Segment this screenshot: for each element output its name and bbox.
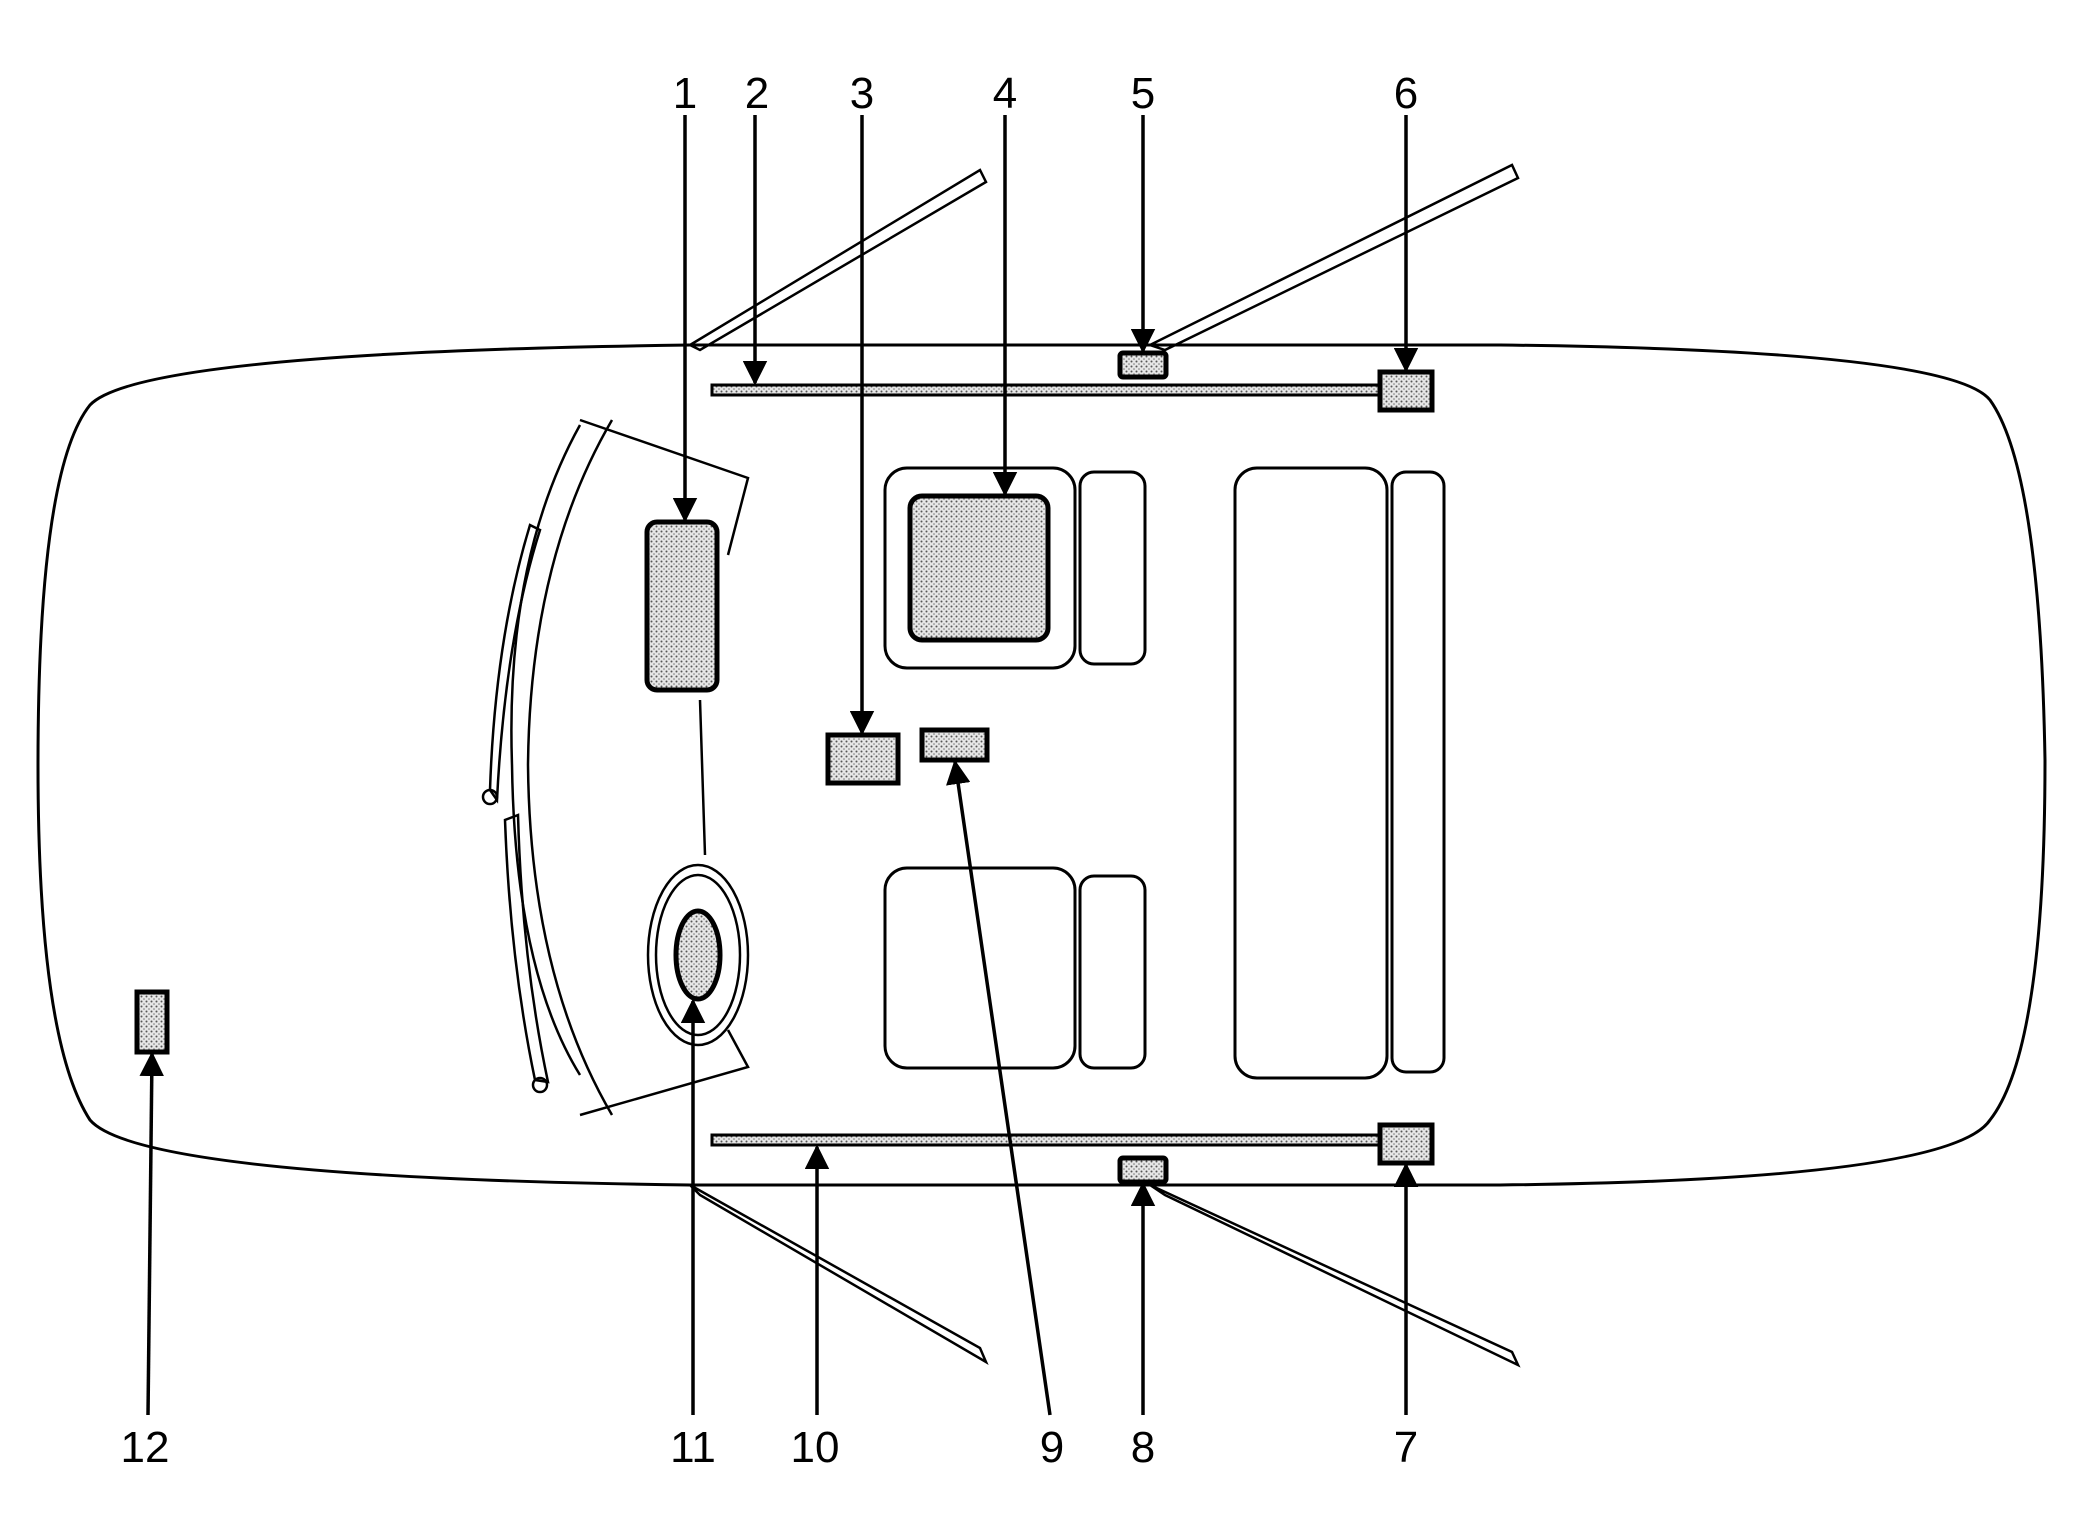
callout-label-7: 7 xyxy=(1394,1423,1418,1472)
wiper-pivot-upper xyxy=(481,788,499,806)
callout-label-1: 1 xyxy=(673,69,697,118)
component-4-seat-module xyxy=(907,493,1051,643)
component-9-center-sensor xyxy=(919,727,990,763)
callout-label-12: 12 xyxy=(121,1423,170,1472)
steering-wheel-outer xyxy=(646,863,750,1047)
callout-label-6: 6 xyxy=(1394,69,1418,118)
component-8-lower-sensor xyxy=(1117,1155,1169,1185)
leader-9 xyxy=(946,759,1052,1416)
vehicle-body-outline xyxy=(36,343,2047,1187)
windshield xyxy=(510,424,582,1076)
side-curtain-rail-lower xyxy=(710,1133,1384,1147)
callout-label-4: 4 xyxy=(993,69,1017,118)
wiper-lower xyxy=(503,813,550,1084)
component-11-steering-module xyxy=(673,908,723,1002)
component-7-lower-inflator xyxy=(1377,1122,1435,1166)
callout-label-2: 2 xyxy=(745,69,769,118)
door-rear-lower xyxy=(1149,1183,1521,1368)
component-12-front-sensor xyxy=(134,989,170,1055)
wiper-pivot-lower xyxy=(531,1076,549,1094)
component-3-center-module xyxy=(825,732,901,786)
door-front-lower xyxy=(689,1183,989,1365)
callout-label-8: 8 xyxy=(1131,1423,1155,1472)
front-seat-lower xyxy=(883,866,1147,1070)
rear-bench-seat xyxy=(1233,466,1446,1080)
component-5-upper-sensor xyxy=(1117,350,1169,380)
leader-12 xyxy=(139,1051,165,1416)
callout-label-5: 5 xyxy=(1131,69,1155,118)
callout-label-3: 3 xyxy=(850,69,874,118)
steering-wheel-inner xyxy=(654,873,742,1037)
callout-label-11: 11 xyxy=(670,1423,716,1472)
instrument-panel xyxy=(579,418,750,1117)
door-rear-upper xyxy=(1146,163,1520,352)
callout-label-9: 9 xyxy=(1040,1423,1064,1472)
door-front-upper xyxy=(687,168,988,352)
side-curtain-rail-upper xyxy=(710,383,1384,397)
component-1-passenger-module xyxy=(644,519,720,693)
component-6-upper-inflator xyxy=(1377,369,1435,413)
callout-label-10: 10 xyxy=(791,1423,840,1472)
dashboard-curve xyxy=(526,419,614,1116)
